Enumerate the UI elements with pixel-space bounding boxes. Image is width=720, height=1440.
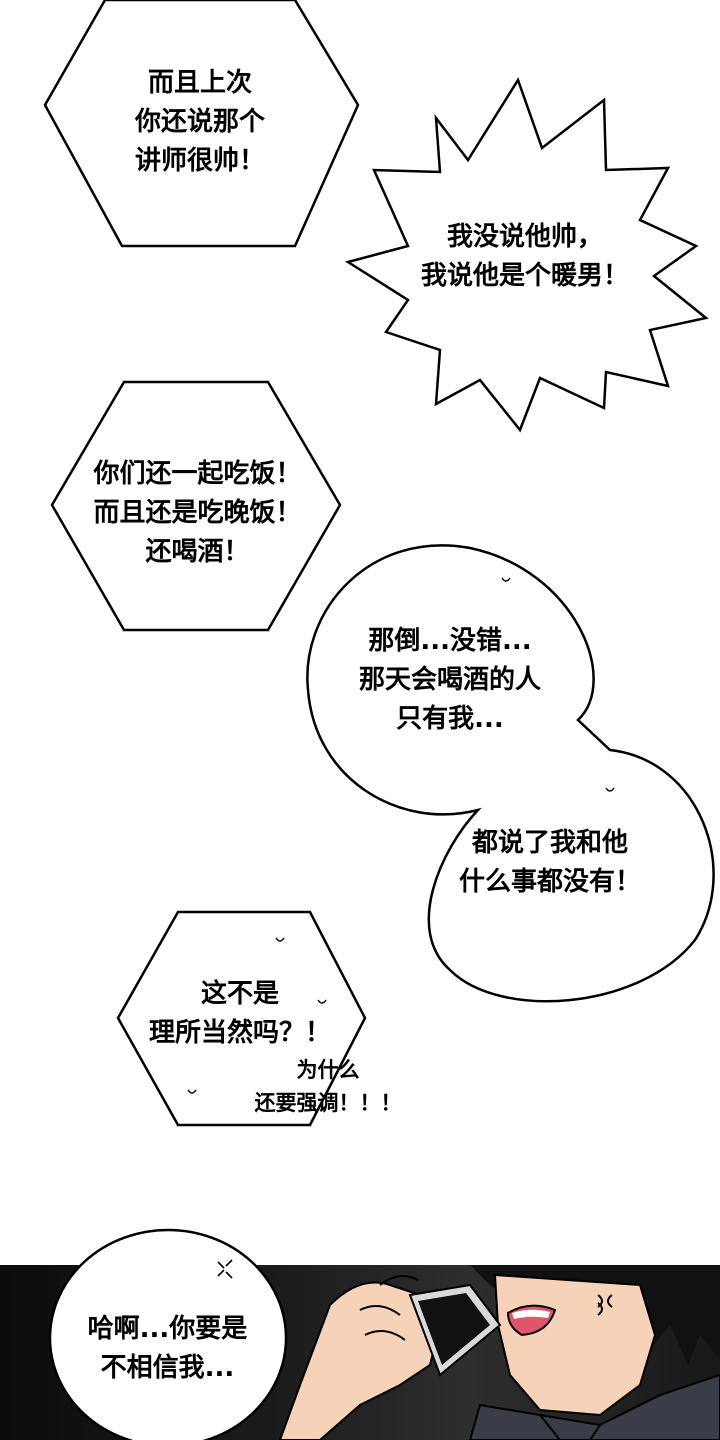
round-bubble-8	[48, 1228, 288, 1440]
bubble-3-text: 你们还一起吃饭！ 而且还是吃晚饭！ 还喝酒！	[93, 459, 302, 567]
bubble-5-text: 都说了我和他 什么事都没有！	[458, 828, 641, 897]
round-bubble-4-5	[306, 544, 715, 1003]
hexagon-bubble-3	[50, 380, 342, 632]
bubble-8-text: 哈啊...你要是 不相信我...	[87, 1314, 248, 1383]
bubble-4-text: 那倒...没错... 那天会喝酒的人 只有我...	[358, 626, 541, 734]
anger-mark-icon	[217, 1259, 233, 1279]
character-illustration	[278, 1265, 720, 1440]
bubble-1-text: 而且上次 你还说那个 讲师很帅！	[134, 68, 265, 176]
bubble-6-text: 这不是 理所当然吗？！	[148, 979, 331, 1048]
hexagon-bubble-1	[43, 0, 360, 248]
bubble-2-text: 我没说他帅， 我说他是个暖男！	[420, 222, 629, 291]
bubble-7-text: 为什么 还要强调！！！	[254, 1058, 402, 1115]
burst-bubble-2	[344, 77, 709, 433]
hexagon-bubble-6	[116, 910, 367, 1127]
sweat-marks	[187, 577, 615, 1094]
